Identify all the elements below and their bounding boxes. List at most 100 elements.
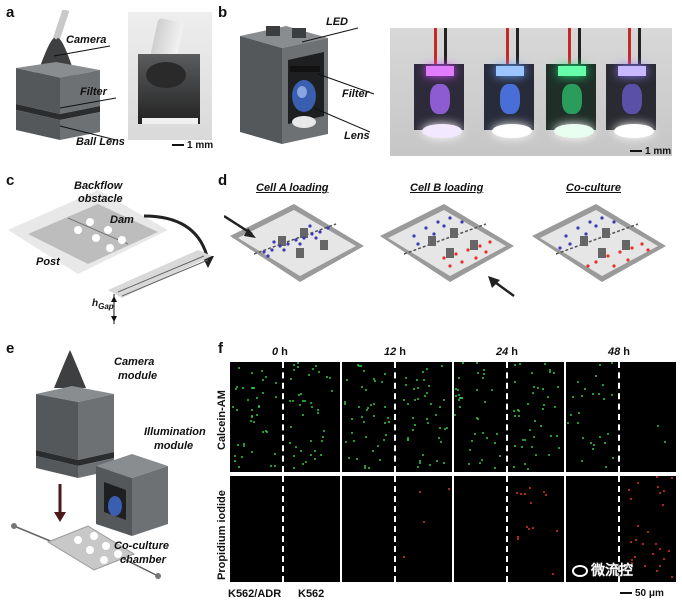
cell-dot (416, 378, 419, 381)
cell-dot (294, 446, 297, 449)
time-num: 0 (272, 346, 279, 358)
label-hgap: hGap (92, 298, 114, 311)
cell-dot (555, 530, 558, 533)
cell-dot (604, 466, 607, 469)
cell-dot (647, 530, 650, 533)
cell-dot (361, 385, 364, 388)
hgap-main: h (92, 298, 99, 309)
scale-bar-b: 1 mm (630, 146, 671, 157)
label-camera-module-2: module (118, 370, 158, 382)
panel-letter-d: d (218, 172, 228, 189)
cell-dot (235, 387, 238, 390)
cell-dot (580, 459, 583, 462)
cell-dot (417, 386, 420, 389)
micrograph-calcein-48h (566, 362, 676, 472)
cell-dot (242, 387, 245, 390)
cell-dot (637, 481, 640, 484)
cell-dot (370, 403, 373, 406)
cell-dot (542, 490, 545, 493)
row-label-propidium: Propidium iodide (216, 490, 228, 580)
cell-dot (657, 425, 660, 428)
cell-dot (237, 443, 240, 446)
camera-device-photo (128, 12, 212, 140)
cell-dot (270, 464, 273, 467)
cell-dot (292, 364, 295, 367)
cell-dot (301, 400, 304, 403)
cell-dot (265, 431, 268, 434)
leader-line (59, 97, 117, 109)
cell-dot (314, 450, 317, 453)
cell-dot (315, 364, 318, 367)
cell-dot (629, 540, 632, 543)
watermark-text: 微流控 (591, 562, 633, 578)
cell-dot (307, 373, 310, 376)
cell-dot (328, 377, 331, 380)
label-backflow: Backflow (74, 180, 123, 192)
cell-dot (273, 453, 276, 456)
cell-dot (246, 399, 249, 402)
label-camera: Camera (66, 34, 107, 46)
cell-dot (321, 440, 324, 443)
cell-dot (322, 435, 325, 438)
cell-dot (407, 437, 410, 440)
cell-dot (436, 460, 439, 462)
cell-dot (423, 394, 426, 397)
cell-dot (664, 441, 667, 444)
cell-dot (603, 398, 606, 401)
cell-dot (243, 444, 246, 447)
cell-dot (387, 416, 390, 419)
micrograph-calcein-12h (342, 362, 452, 472)
cell-dot (582, 436, 585, 439)
cell-dot (533, 436, 536, 439)
cell-dot (461, 362, 464, 365)
cell-dot (351, 417, 354, 420)
cell-dot (556, 386, 559, 389)
cell-dot (238, 367, 241, 370)
cell-dot (470, 440, 473, 443)
cell-dot (322, 429, 325, 432)
cell-dot (493, 467, 496, 470)
cell-dot (518, 414, 521, 417)
cell-dot (426, 367, 429, 370)
cell-dot (567, 421, 570, 424)
cell-dot (522, 439, 525, 442)
label-dam: Dam (110, 214, 134, 226)
cell-dot (412, 417, 415, 420)
cell-dot (439, 440, 442, 443)
label-lens: Lens (344, 130, 370, 142)
cell-dot (343, 403, 346, 406)
cell-dot (439, 427, 442, 430)
cell-dot (490, 389, 493, 392)
cell-dot (442, 462, 445, 465)
cell-dot (296, 365, 299, 368)
cell-dot (477, 418, 480, 421)
cell-dot (384, 373, 387, 376)
cell-dot (475, 416, 478, 419)
cell-dot (299, 393, 302, 396)
cell-dot (426, 391, 429, 394)
time-unit: h (396, 346, 407, 358)
time-label-0h: 0 h (272, 346, 288, 358)
cell-dot (667, 549, 670, 552)
cell-dot (372, 403, 375, 406)
cell-dot (458, 405, 461, 408)
cell-dot (299, 403, 302, 406)
scale-bar-f: 50 μm (620, 588, 664, 599)
time-num: 24 (496, 346, 509, 358)
cell-dot (304, 460, 307, 463)
cell-dot (589, 442, 592, 445)
cell-dot (542, 404, 545, 406)
cell-dot (658, 564, 661, 567)
cell-dot (519, 493, 522, 496)
cell-dot (513, 465, 516, 468)
cell-dot (261, 391, 264, 394)
micrograph-pi-48h (566, 476, 676, 582)
time-label-12h: 12 h (384, 346, 406, 358)
cell-dot (513, 445, 516, 448)
cell-dot (670, 576, 673, 579)
leader-line (313, 107, 371, 133)
cell-dot (537, 387, 540, 390)
cell-dot (318, 371, 321, 374)
cell-dot (242, 443, 245, 446)
cell-dot (456, 389, 459, 392)
